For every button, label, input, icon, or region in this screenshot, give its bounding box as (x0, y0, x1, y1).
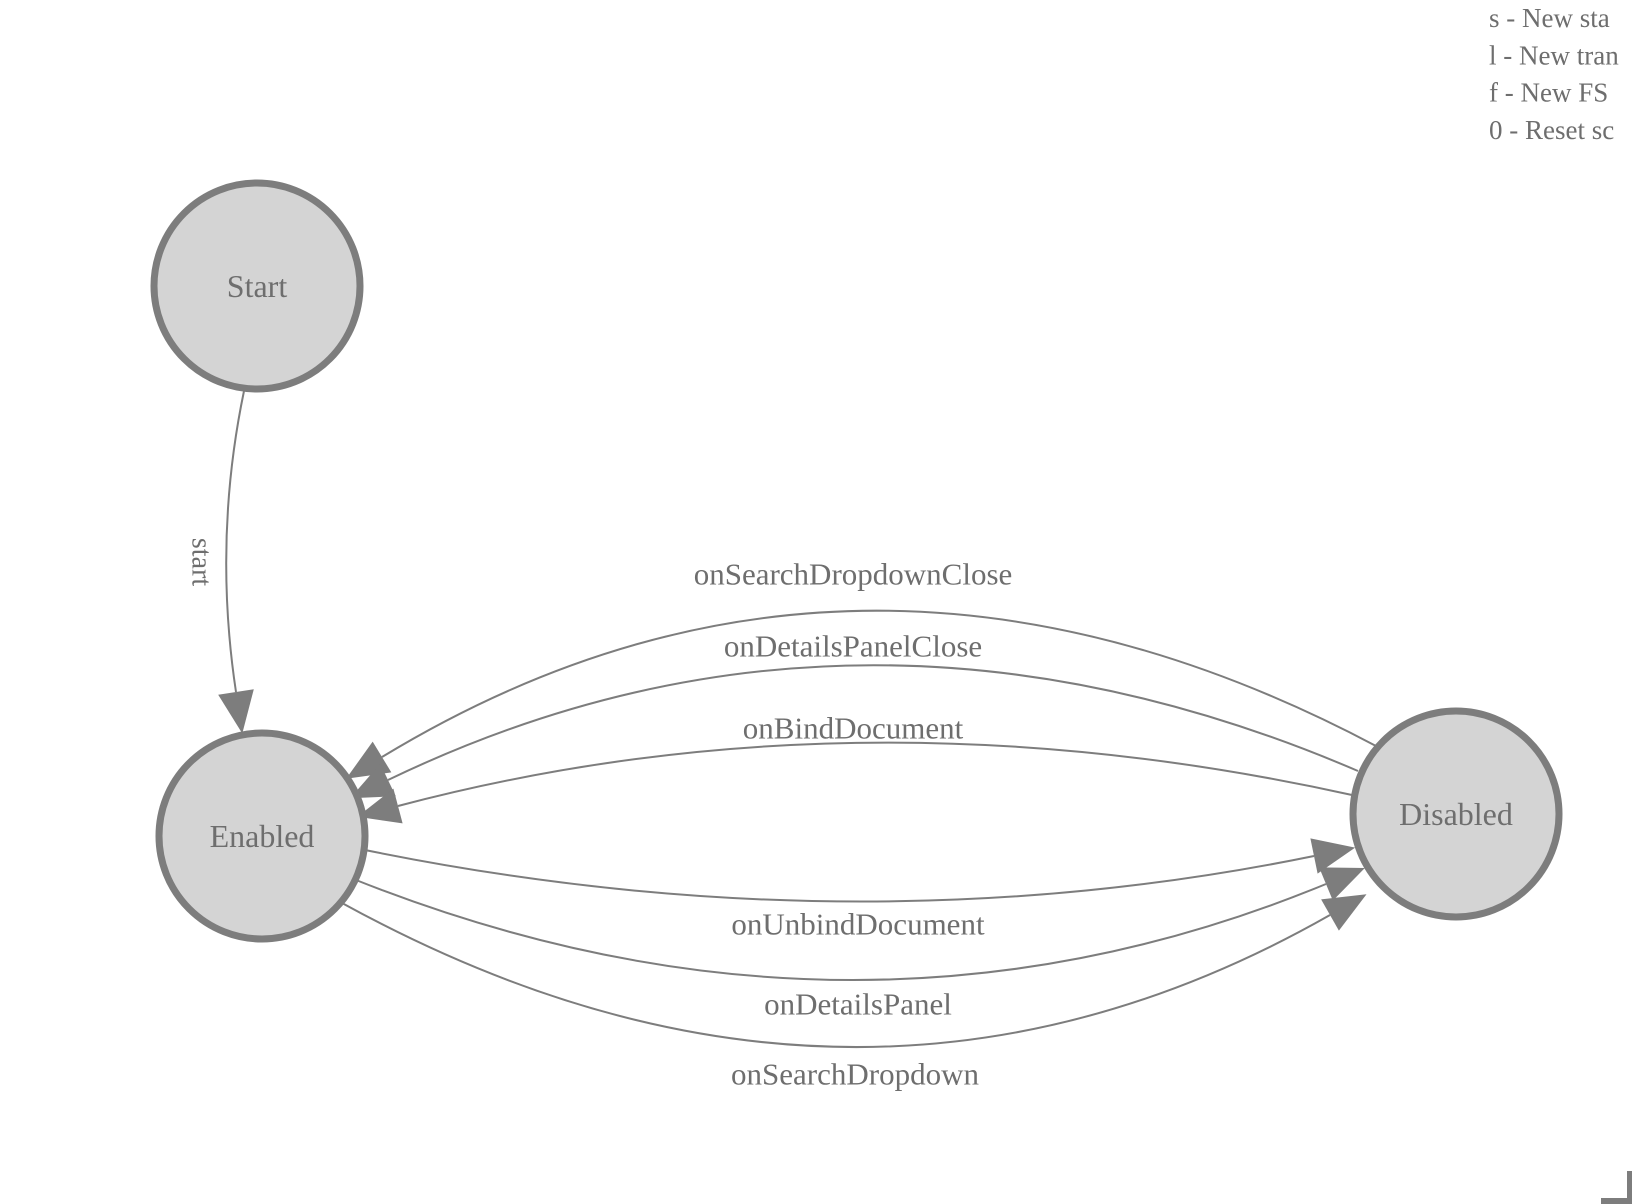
transition-edge-onSearchDropdownClose[interactable] (381, 609, 1377, 758)
transition-arrowhead-start-transition (218, 689, 254, 734)
transition-label-onSearchDropdown[interactable]: onSearchDropdown (731, 1057, 979, 1092)
transition-label-onSearchDropdownClose[interactable]: onSearchDropdownClose (694, 557, 1013, 592)
shortcut-hints: s - New sta l - New tran f - New FS 0 - Res… (1489, 3, 1619, 145)
state-node-enabled[interactable] (155, 729, 369, 943)
canvas-corner-mark-vertical (1627, 1171, 1632, 1204)
states-layer (150, 179, 1563, 943)
state-node-start[interactable] (150, 179, 364, 393)
transitions-layer (225, 390, 1377, 1049)
transition-label-start-transition[interactable]: start (186, 538, 217, 586)
transition-arrowhead-onBindDocument (357, 788, 403, 824)
transition-edge-start-transition[interactable] (225, 390, 245, 693)
state-label-start: Start (227, 268, 288, 304)
shortcut-hint-line-4: 0 - Reset sc (1489, 115, 1614, 145)
transition-label-onBindDocument[interactable]: onBindDocument (743, 711, 964, 746)
transition-edge-onBindDocument[interactable] (397, 741, 1353, 807)
transition-edge-onDetailsPanel[interactable] (355, 879, 1327, 981)
labels-layer: start onSearchDropdownClose onDetailsPanel… (186, 268, 1513, 1092)
transition-edge-onUnbindDocument[interactable] (364, 849, 1315, 903)
shortcut-hint-line-1: s - New sta (1489, 3, 1610, 33)
transition-arrowhead-onDetailsPanel (1319, 867, 1365, 901)
transition-label-onDetailsPanel[interactable]: onDetailsPanel (764, 987, 952, 1022)
transition-edge-onSearchDropdown[interactable] (341, 902, 1331, 1049)
transition-arrowhead-onDetailsPanelClose (350, 763, 396, 799)
canvas-corner-mark-horizontal (1601, 1198, 1632, 1204)
arrowheads-layer (218, 689, 1367, 931)
shortcut-hint-line-3: f - New FS (1489, 78, 1608, 108)
state-node-disabled[interactable] (1349, 707, 1563, 921)
state-label-enabled: Enabled (210, 818, 315, 854)
transition-label-onDetailsPanelClose[interactable]: onDetailsPanelClose (724, 629, 982, 664)
transition-arrowhead-onSearchDropdown (1321, 894, 1367, 931)
canvas-corner (1601, 1171, 1632, 1204)
transition-label-onUnbindDocument[interactable]: onUnbindDocument (731, 907, 985, 942)
shortcut-hint-line-2: l - New tran (1489, 40, 1619, 70)
transition-arrowhead-onUnbindDocument (1310, 838, 1356, 874)
state-label-disabled: Disabled (1399, 796, 1513, 832)
transition-edge-onDetailsPanelClose[interactable] (387, 664, 1359, 781)
